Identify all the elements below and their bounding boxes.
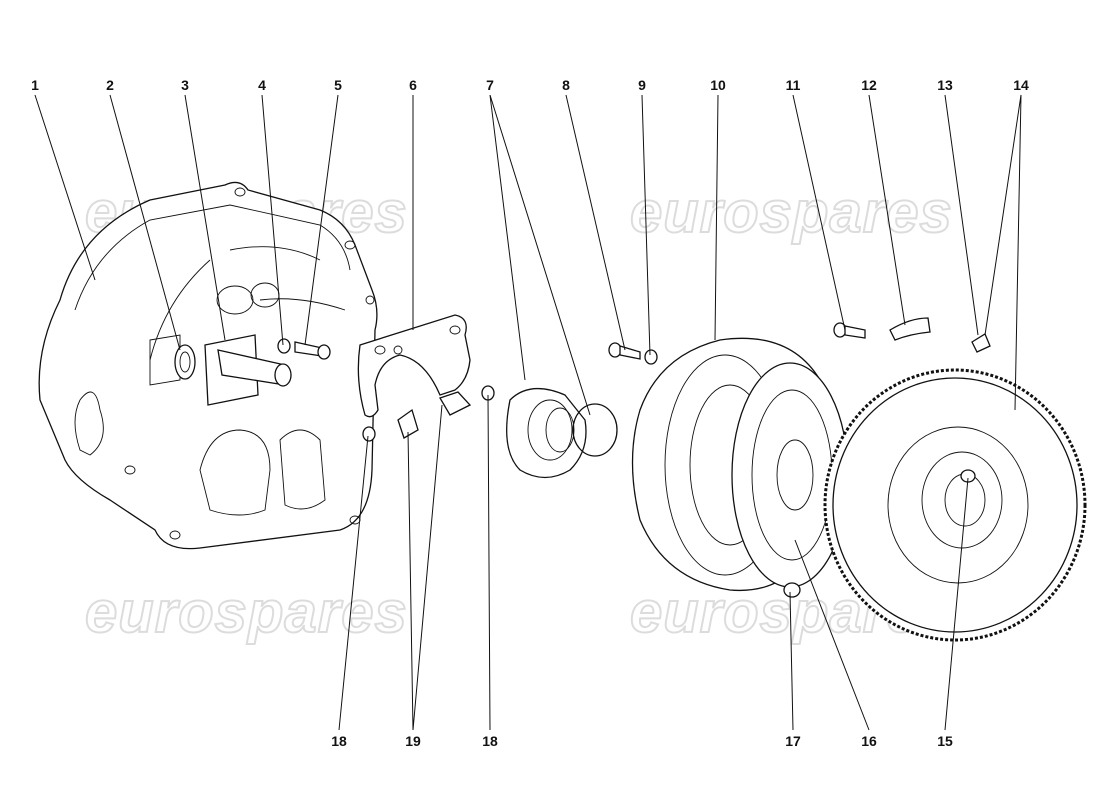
release-fork: [357, 314, 471, 418]
callout-16: 16: [861, 733, 877, 749]
oil-seal: [174, 344, 196, 380]
pivot-pin: [439, 391, 472, 416]
callout-4: 4: [258, 77, 266, 93]
flywheel: [823, 368, 1087, 642]
callout-17: 17: [785, 733, 801, 749]
bolt: [833, 322, 866, 339]
callout-2: 2: [106, 77, 114, 93]
callout-18: 18: [331, 733, 347, 749]
callout-5: 5: [334, 77, 342, 93]
callout-15: 15: [937, 733, 953, 749]
bolt: [294, 341, 331, 360]
callout-1: 1: [31, 77, 39, 93]
callout-6: 6: [409, 77, 417, 93]
callout-14: 14: [1013, 77, 1029, 93]
bush: [362, 426, 376, 442]
callout-11: 11: [786, 77, 801, 93]
release-bearing: [506, 388, 587, 479]
dowel-pin: [783, 582, 801, 598]
watermark: eurospares: [630, 180, 953, 245]
callout-19: 19: [405, 733, 421, 749]
watermark: eurospares: [85, 580, 408, 645]
leader-lines: [34, 94, 1022, 731]
callout-8: 8: [562, 77, 570, 93]
top-callouts: 1 2 3 4 5 6 7 8 9 10 11 12 13 14: [31, 77, 1029, 93]
callout-9: 9: [638, 77, 646, 93]
callout-13: 13: [937, 77, 953, 93]
callout-10: 10: [710, 77, 726, 93]
callout-12: 12: [861, 77, 877, 93]
callout-3: 3: [181, 77, 189, 93]
guide-tube: [204, 334, 292, 406]
callout-18b: 18: [482, 733, 498, 749]
washer: [277, 338, 291, 354]
callout-7: 7: [486, 77, 494, 93]
flywheel-bolt: [971, 333, 991, 353]
lock-plate: [889, 317, 931, 341]
bottom-callouts: 18 19 18 17 16 15: [331, 733, 953, 749]
pivot-pin: [397, 408, 419, 439]
retaining-clip: [572, 403, 618, 457]
bolt: [608, 342, 641, 360]
washer: [644, 349, 658, 365]
